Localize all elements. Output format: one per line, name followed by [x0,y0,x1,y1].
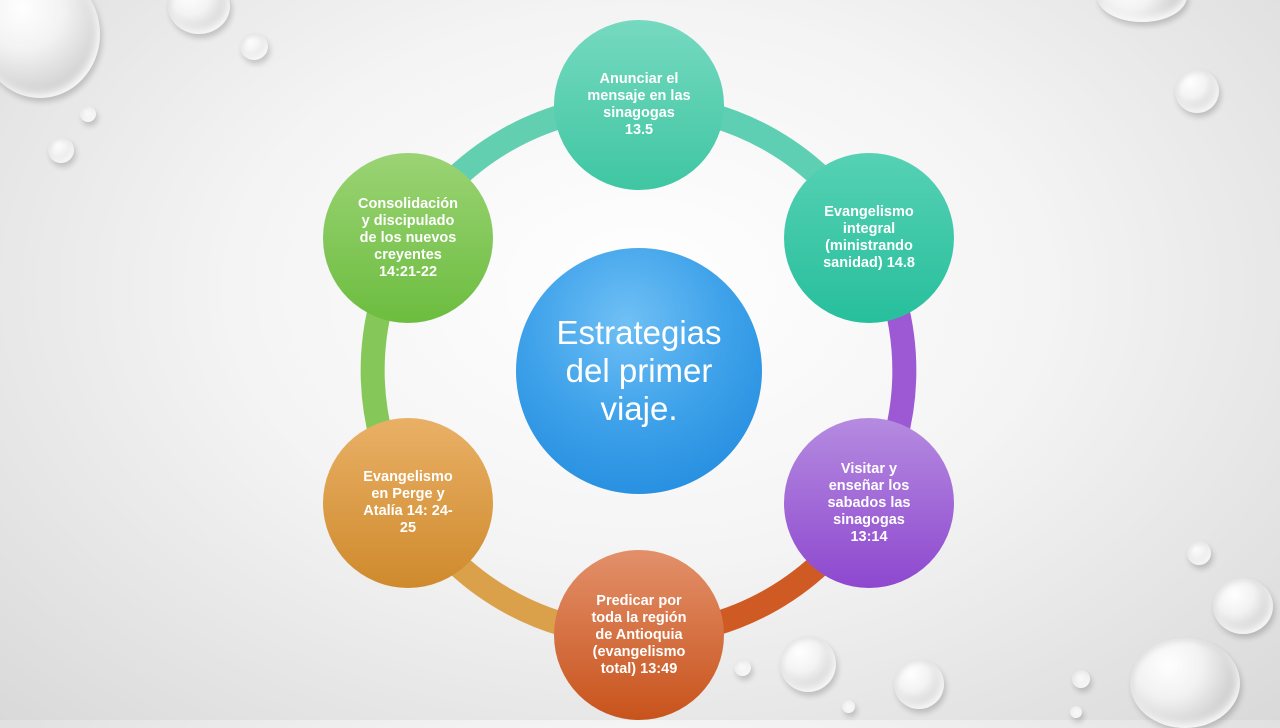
center-label: Estrategias del primer viaje. [556,314,722,427]
strategy-node-4: Predicar por toda la región de Antioquia… [554,550,724,720]
water-droplet [240,33,268,60]
center-node: Estrategias del primer viaje. [516,248,762,494]
water-droplet [1072,670,1090,688]
water-droplet [1070,706,1082,718]
water-droplet [1213,578,1273,634]
water-droplet [1097,0,1187,22]
water-droplet [894,659,944,709]
water-droplet [780,636,836,692]
strategy-node-6: Consolidación y discipulado de los nuevo… [323,153,493,323]
strategy-label-6: Consolidación y discipulado de los nuevo… [358,195,458,280]
water-droplet [842,700,855,713]
strategy-node-2: Evangelismo integral (ministrando sanida… [784,153,954,323]
water-droplet [80,106,96,122]
strategy-label-3: Visitar y enseñar los sabados las sinago… [827,460,911,545]
strategy-label-5: Evangelismo en Perge y Atalía 14: 24- 25 [363,469,453,536]
water-droplet [734,659,751,676]
water-droplet [48,137,74,163]
strategy-node-3: Visitar y enseñar los sabados las sinago… [784,418,954,588]
strategy-node-1: Anunciar el mensaje en las sinagogas 13.… [554,20,724,190]
strategy-label-4: Predicar por toda la región de Antioquia… [591,592,687,677]
water-droplet [1175,69,1219,113]
water-droplet [1187,541,1211,565]
strategy-label-2: Evangelismo integral (ministrando sanida… [823,204,915,271]
water-droplet [1130,638,1240,728]
strategy-node-5: Evangelismo en Perge y Atalía 14: 24- 25 [323,418,493,588]
strategy-label-1: Anunciar el mensaje en las sinagogas 13.… [587,71,691,138]
